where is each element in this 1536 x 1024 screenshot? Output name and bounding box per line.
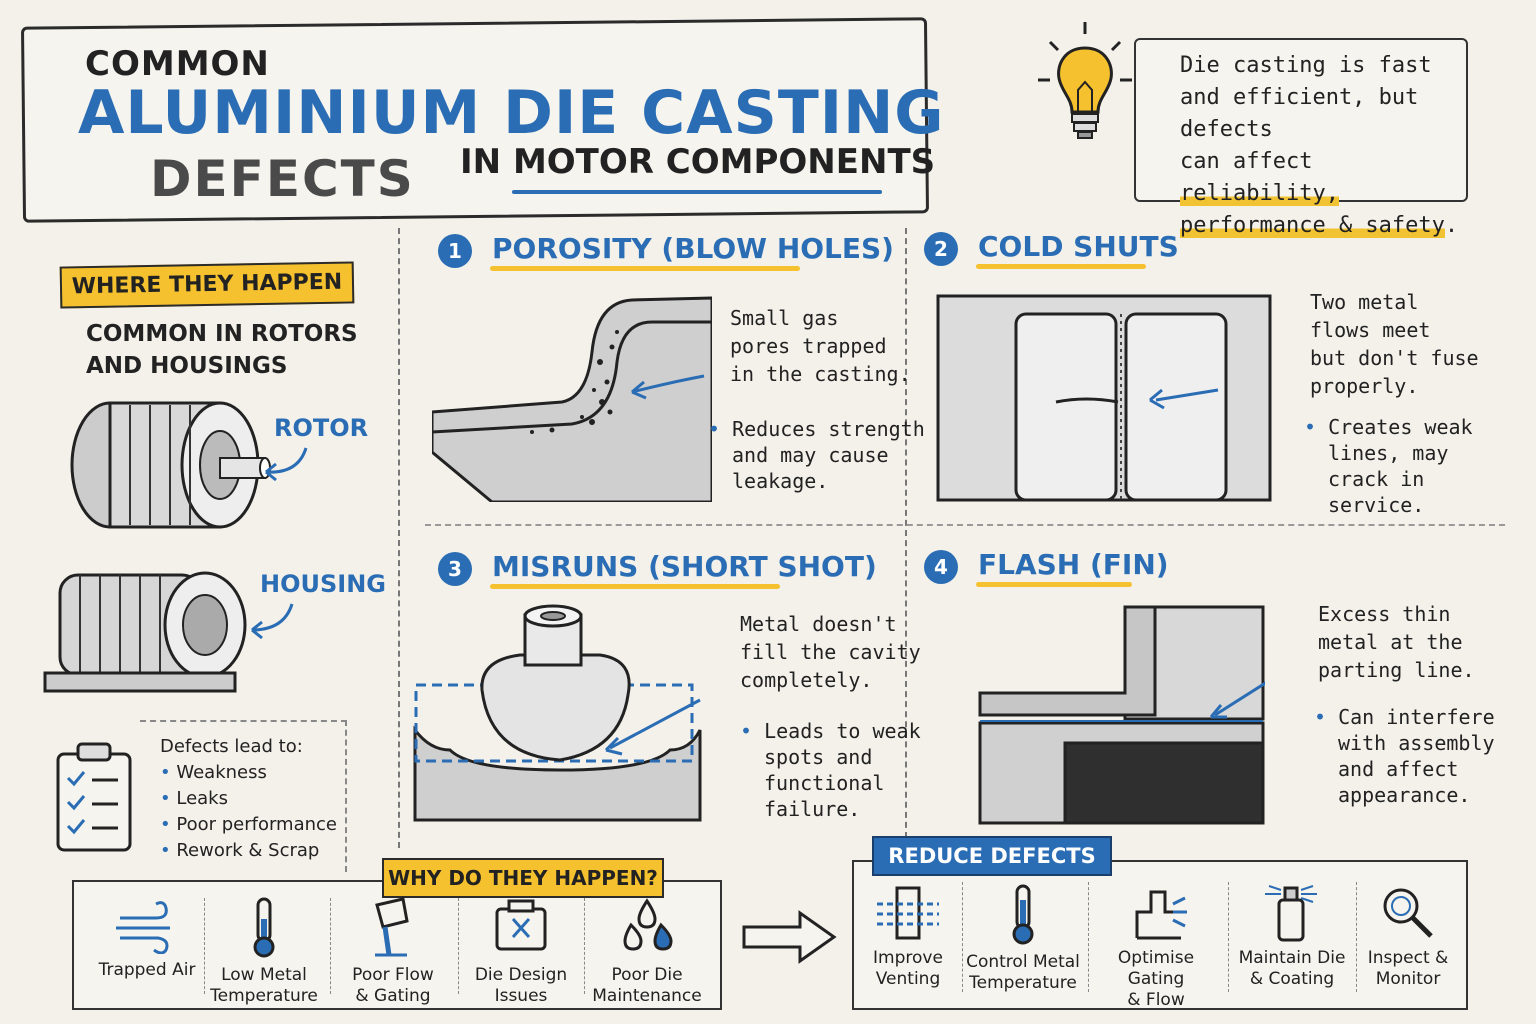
pour-icon [375, 897, 409, 957]
gating-icon [1135, 890, 1187, 940]
section-bullet: • Creates weak lines, may crack in servi… [1304, 415, 1473, 517]
divider [1356, 882, 1357, 992]
divider [905, 228, 907, 838]
section-bullet: • Can interfere with assembly and affect… [1314, 705, 1495, 807]
section-number: 4 [924, 550, 958, 584]
divider [1088, 882, 1089, 992]
section-bullet: • Leads to weak spots and functional fai… [740, 719, 921, 821]
defects-lead-list: Defects lead to: • Weakness • Leaks • Po… [160, 734, 337, 864]
die-icon [495, 899, 547, 951]
section-desc: Metal doesn't fill the cavity completely… [740, 612, 921, 692]
why-item: Low Metal Temperature [208, 895, 320, 1007]
reduce-item: Optimise Gating & Flow [1092, 882, 1220, 1011]
section-number: 1 [438, 234, 472, 268]
section-number: 2 [924, 232, 958, 266]
section-title: FLASH (FIN) [978, 548, 1169, 581]
section-desc: Small gas pores trapped in the casting. [730, 306, 911, 386]
clipboard-icon [56, 742, 132, 852]
section-title: COLD SHUTS [978, 230, 1179, 263]
vent-icon [877, 886, 939, 940]
divider [458, 898, 459, 994]
divider [1228, 882, 1229, 992]
cold-shut-drawing [936, 294, 1272, 502]
note-line: performance & safety. [1180, 213, 1459, 238]
why-item: Trapped Air [92, 900, 202, 981]
where-banner: WHERE THEY HAPPEN [59, 261, 355, 309]
section-underline [976, 582, 1132, 587]
defects-lead-frame [140, 720, 347, 872]
title-common: COMMON [85, 44, 270, 84]
spray-icon [1265, 885, 1317, 942]
list-item: • Weakness [160, 762, 267, 783]
note-text: Die casting is fast and efficient, but d… [1180, 50, 1480, 242]
reduce-banner: REDUCE DEFECTS [872, 836, 1112, 876]
list-item: • Rework & Scrap [160, 840, 320, 861]
lightbulb-icon [1038, 22, 1132, 139]
note-box [1134, 38, 1468, 202]
title-underline [512, 190, 882, 194]
magnifier-icon [1383, 888, 1433, 938]
divider [330, 898, 331, 994]
droplets-icon [623, 898, 673, 951]
note-line: can affect reliability, [1180, 149, 1339, 206]
wind-icon [116, 901, 170, 955]
arrow-right-icon [742, 910, 837, 964]
why-item: Poor Die Maintenance [588, 895, 706, 1007]
section-underline [490, 266, 800, 271]
thermometer-icon [1012, 884, 1034, 945]
note-line: and efficient, but defects [1180, 85, 1419, 142]
section-bullet: • Reduces strength and may cause leakage… [708, 417, 925, 493]
reduce-item: Improve Venting [860, 882, 956, 990]
section-title: MISRUNS (SHORT SHOT) [492, 550, 877, 583]
title-defects: DEFECTS [150, 150, 415, 208]
section-desc: Two metal flows meet but don't fuse prop… [1310, 290, 1479, 398]
porosity-drawing [432, 296, 712, 502]
housing-label: HOUSING [260, 570, 386, 598]
flash-drawing [978, 605, 1265, 825]
thermometer-icon [253, 897, 275, 958]
rotor-drawing [70, 401, 271, 529]
rotor-label: ROTOR [274, 414, 369, 442]
section-underline [976, 264, 1146, 269]
why-banner: WHY DO THEY HAPPEN? [382, 858, 664, 898]
note-line: Die casting is fast [1180, 53, 1432, 78]
housing-drawing [43, 571, 247, 693]
title-main: ALUMINIUM DIE CASTING [78, 78, 945, 148]
list-item: • Poor performance [160, 814, 337, 835]
divider [425, 524, 1505, 526]
section-number: 3 [438, 552, 472, 586]
divider [204, 898, 205, 994]
reduce-item: Inspect & Monitor [1360, 882, 1456, 990]
why-item: Poor Flow & Gating [334, 895, 452, 1007]
title-subtitle: IN MOTOR COMPONENTS [460, 142, 936, 182]
section-desc: Excess thin metal at the parting line. [1318, 602, 1475, 682]
arrow-icon [251, 603, 294, 640]
reduce-item: Control Metal Temperature [966, 882, 1080, 994]
list-item: • Leaks [160, 788, 228, 809]
divider [584, 898, 585, 994]
divider [398, 228, 400, 848]
why-item: Die Design Issues [462, 895, 580, 1007]
reduce-item: Maintain Die & Coating [1232, 882, 1352, 990]
defects-lead-heading: Defects lead to: [160, 736, 303, 757]
reduce-box [852, 860, 1468, 1010]
section-underline [490, 584, 780, 589]
arrow-icon [265, 447, 308, 482]
misrun-drawing [413, 604, 702, 822]
where-text: COMMON IN ROTORS AND HOUSINGS [86, 321, 358, 379]
section-title: POROSITY (BLOW HOLES) [492, 232, 894, 265]
divider [962, 882, 963, 992]
